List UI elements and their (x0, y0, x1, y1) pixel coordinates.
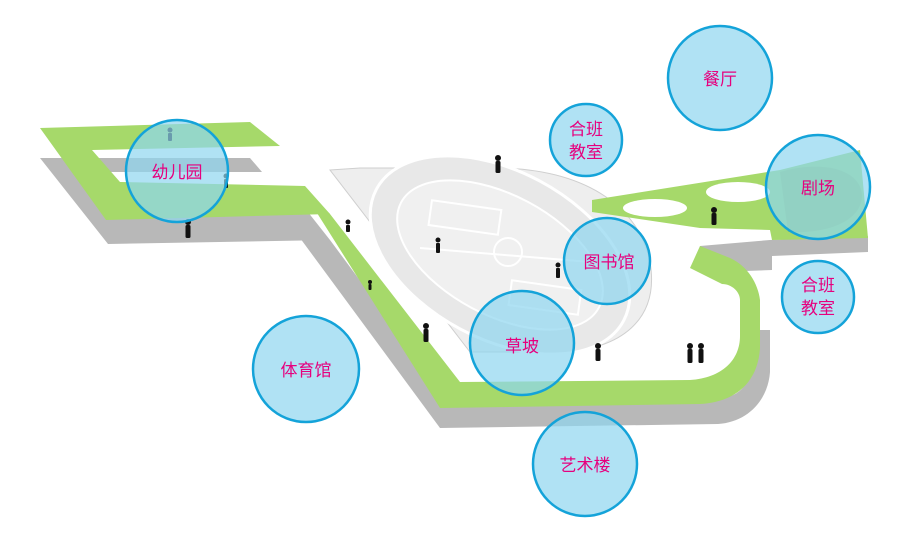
label-art-building: 艺术楼 (560, 456, 611, 476)
bubble-kindergarten: 幼儿园 (124, 118, 230, 224)
label-gymnasium: 体育馆 (281, 361, 332, 381)
person-figure (368, 280, 372, 290)
diagonal-ramp-path (300, 186, 760, 408)
center-circle (493, 237, 523, 267)
bubble-dining-hall: 餐厅 (666, 24, 774, 132)
person-figure (711, 207, 717, 225)
bubble-theater: 剧场 (764, 133, 872, 241)
label-library: 图书馆 (584, 253, 635, 273)
person-figure (698, 343, 704, 363)
label-combined-classroom-right-line1: 合班 (801, 276, 835, 296)
person-figure (687, 343, 693, 363)
penalty-box-north (427, 199, 503, 236)
bubble-library: 图书馆 (562, 216, 652, 306)
person-figure (495, 155, 501, 173)
person-figure (423, 323, 429, 342)
label-theater: 剧场 (801, 179, 835, 199)
bubble-grass-slope: 草坡 (468, 289, 576, 397)
upper-right-deck-shadow (700, 236, 868, 272)
kindergarten-wing-path (40, 122, 330, 220)
label-grass-slope: 草坡 (505, 337, 539, 357)
deck-opening-small (623, 199, 687, 217)
person-figure (435, 237, 441, 253)
bubble-combined-classroom-right: 合班 教室 (780, 259, 856, 335)
label-combined-classroom-top-line2: 教室 (569, 143, 603, 163)
label-combined-classroom-right-line2: 教室 (801, 299, 835, 319)
label-dining-hall: 餐厅 (703, 70, 737, 90)
bubble-gymnasium: 体育馆 (251, 314, 361, 424)
person-figure (595, 343, 601, 361)
label-combined-classroom-top-line1: 合班 (569, 120, 603, 140)
person-figure (345, 219, 351, 232)
diagonal-path-shadow (300, 238, 770, 428)
halfway-line (419, 247, 591, 263)
ramp-opening (692, 315, 736, 331)
deck-opening-large (706, 182, 770, 202)
person-figure (555, 262, 561, 278)
sports-track (329, 154, 652, 356)
label-kindergarten: 幼儿园 (152, 163, 203, 183)
bubble-art-building: 艺术楼 (531, 410, 639, 518)
building-bubbles: 幼儿园 餐厅 合班 教室 剧场 图书馆 合班 教室 体育馆 (124, 24, 872, 518)
bubble-combined-classroom-top: 合班 教室 (548, 102, 624, 178)
